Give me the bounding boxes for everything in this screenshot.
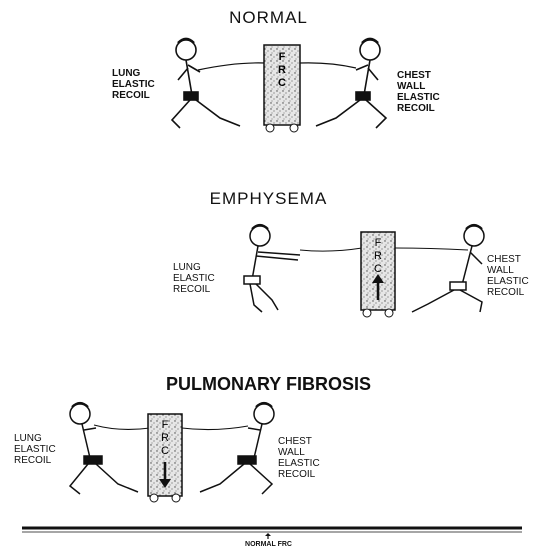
frc-letter: C <box>161 445 169 457</box>
chest-wall-figure-fibrosis <box>200 403 274 494</box>
frc-letter: F <box>279 51 286 63</box>
panel-normal: F R C <box>172 39 386 132</box>
chest-wall-figure-normal <box>316 39 386 128</box>
rope-right <box>395 248 468 250</box>
column-wheel <box>290 124 298 132</box>
lung-figure-emphysema <box>244 225 300 312</box>
column-wheel <box>266 124 274 132</box>
frc-letter: F <box>375 237 382 249</box>
column-wheel <box>150 494 158 502</box>
frc-letter: F <box>162 419 169 431</box>
frc-letter: C <box>374 263 382 275</box>
frc-letter: R <box>278 64 286 76</box>
chest-wall-figure-emphysema <box>412 225 484 312</box>
rope-left <box>94 425 150 429</box>
panel-fibrosis: F R C <box>70 403 274 502</box>
normal-frc-baseline <box>22 528 522 539</box>
frc-letter: C <box>278 77 286 89</box>
rope-right <box>300 63 356 68</box>
frc-letter: R <box>161 432 169 444</box>
rope-right <box>182 426 248 430</box>
frc-letter: R <box>374 250 382 262</box>
rope-left <box>198 63 265 70</box>
column-wheel <box>385 309 393 317</box>
column-wheel <box>363 309 371 317</box>
column-wheel <box>172 494 180 502</box>
panel-emphysema: F R C <box>244 225 484 317</box>
normal-frc-label: NORMAL FRC <box>0 541 537 548</box>
lung-figure-fibrosis <box>70 403 138 494</box>
rope-left <box>300 248 362 251</box>
lung-figure-normal <box>172 39 240 128</box>
